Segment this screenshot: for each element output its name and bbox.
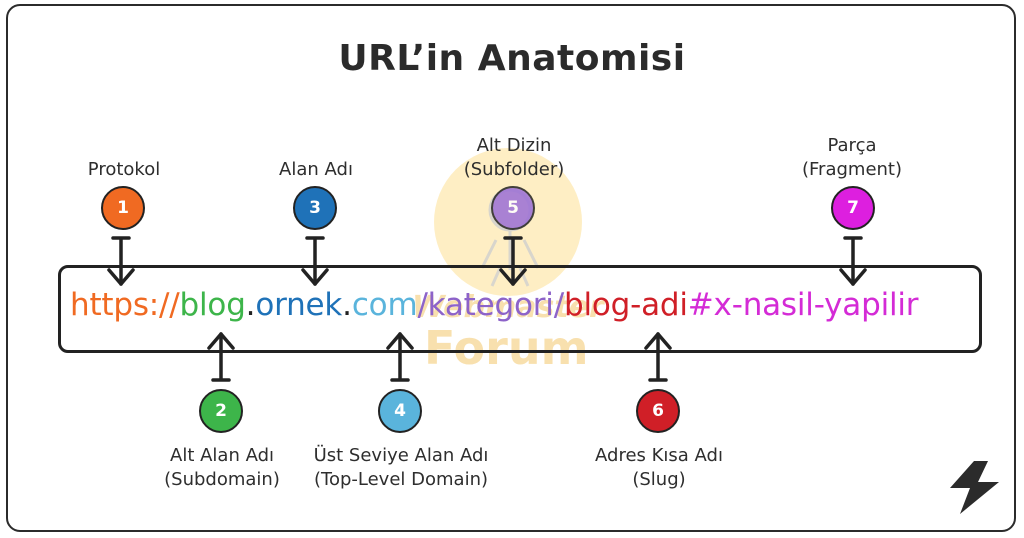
label-subfolder: Alt Dizin (Subfolder): [464, 134, 565, 182]
url-text: https://blog.ornek.com/kategori/blog-adi…: [70, 287, 919, 323]
marker-3-number: 3: [309, 198, 321, 218]
label-fragment-line1: Parça: [827, 135, 877, 156]
url-domain: ornek: [255, 287, 343, 323]
label-fragment-line2: (Fragment): [801, 159, 903, 180]
label-tld-line2: (Top-Level Domain): [314, 469, 488, 490]
marker-1: 1: [101, 186, 145, 230]
label-slug-line2: (Slug): [632, 469, 686, 490]
label-protocol-line1: Protokol: [87, 159, 161, 180]
marker-6-number: 6: [652, 401, 664, 421]
label-subdomain-line2: (Subdomain): [164, 469, 280, 490]
marker-4-number: 4: [394, 401, 406, 421]
marker-7-number: 7: [847, 198, 859, 218]
label-domain-line1: Alan Adı: [279, 159, 353, 180]
url-protocol: https://: [70, 287, 180, 323]
arrow-2: [207, 332, 235, 382]
arrow-4: [386, 332, 414, 382]
url-subfolder: /kategori/: [417, 287, 564, 323]
arrow-7: [839, 236, 867, 286]
marker-2: 2: [199, 389, 243, 433]
marker-7: 7: [831, 186, 875, 230]
marker-6: 6: [636, 389, 680, 433]
label-domain: Alan Adı: [279, 158, 353, 182]
marker-4: 4: [378, 389, 422, 433]
label-subfolder-line1: Alt Dizin: [476, 135, 552, 156]
arrow-3: [301, 236, 329, 286]
marker-3: 3: [293, 186, 337, 230]
url-dot-2: .: [342, 287, 352, 323]
label-slug-line1: Adres Kısa Adı: [595, 445, 723, 466]
marker-5: 5: [491, 186, 535, 230]
marker-5-number: 5: [507, 198, 519, 218]
url-fragment: #x-nasil-yapilir: [687, 287, 919, 323]
label-slug: Adres Kısa Adı (Slug): [595, 444, 723, 492]
url-dot-1: .: [245, 287, 256, 323]
arrow-6: [644, 332, 672, 382]
label-tld: Üst Seviye Alan Adı (Top-Level Domain): [314, 444, 489, 492]
url-subdomain: blog: [179, 287, 246, 323]
marker-2-number: 2: [215, 401, 227, 421]
lightning-bolt-icon: [950, 461, 999, 514]
label-protocol: Protokol: [88, 158, 160, 182]
arrow-1: [107, 236, 135, 286]
url-tld: com: [351, 287, 418, 323]
arrow-5: [499, 236, 527, 286]
label-subdomain: Alt Alan Adı (Subdomain): [164, 444, 280, 492]
label-subfolder-line2: (Subfolder): [463, 159, 565, 180]
diagram-title: URL’in Anatomisi: [338, 38, 686, 79]
marker-1-number: 1: [117, 198, 129, 218]
label-subdomain-line1: Alt Alan Adı: [170, 445, 274, 466]
url-slug: blog-adi: [563, 287, 688, 323]
label-tld-line1: Üst Seviye Alan Adı: [313, 445, 489, 466]
url-box: [58, 265, 982, 353]
label-fragment: Parça (Fragment): [802, 134, 902, 182]
